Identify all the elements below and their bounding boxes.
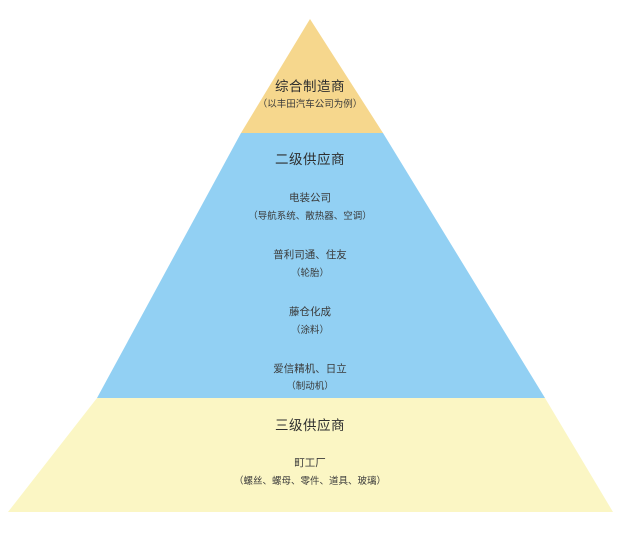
middle-tier-title: 二级供应商 (275, 152, 345, 168)
top-tier-note: （以丰田汽车公司为例） (257, 99, 363, 110)
supplier-name: 电装公司 (289, 192, 331, 204)
supplier-note: （涂料） (290, 325, 329, 336)
supplier-name: 藤仓化成 (289, 306, 331, 318)
tier-top-shape (241, 19, 383, 133)
supplier-name: 普利司通、住友 (273, 249, 347, 261)
top-tier-title: 综合制造商 (275, 79, 345, 95)
supplier-note: （制动机） (286, 381, 334, 392)
tier-middle-shape (97, 133, 545, 398)
bottom-tier-name: 町工厂 (294, 457, 326, 469)
supplier-note: （轮胎） (290, 268, 329, 279)
bottom-tier-title: 三级供应商 (275, 418, 345, 434)
bottom-tier-note: （螺丝、螺母、零件、道具、玻璃） (233, 476, 386, 487)
supplier-name: 爱信精机、日立 (273, 363, 347, 375)
tier-bottom-shape (8, 398, 613, 512)
supplier-note: （导航系统、散热器、空调） (248, 211, 372, 222)
